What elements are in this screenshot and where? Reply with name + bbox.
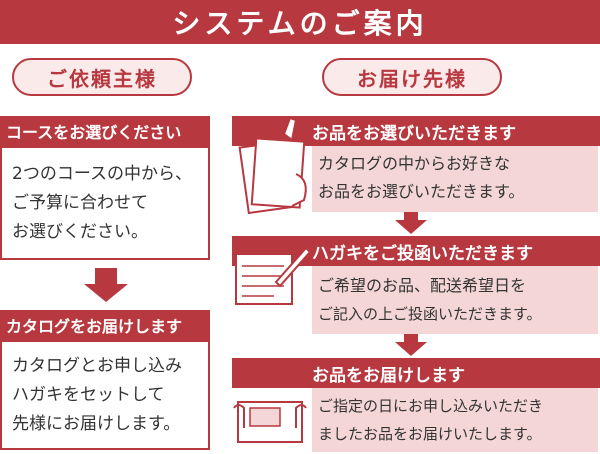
- recipient-step1-line-2: お品をお選びいただきます。: [318, 182, 525, 201]
- recipient-step3-line-2: ましたお品をお届けいたします。: [318, 425, 542, 443]
- recipient-step2-line-1: ご希望のお品、配送希望日を: [318, 276, 527, 295]
- client-step2-box: [0, 340, 210, 450]
- recipient-arrow-1-icon: [395, 220, 427, 234]
- recipient-step2-line-2: ご記入の上ご投函いただきます。: [318, 305, 542, 323]
- client-label: ご依頼主様: [12, 58, 192, 96]
- recipient-arrow-1-stem: [404, 212, 418, 220]
- delivery-box-icon: [233, 401, 307, 443]
- recipient-step2-box: [312, 266, 598, 334]
- catalog-icon: [238, 116, 307, 214]
- client-flow-arrow-stem: [95, 268, 117, 284]
- recipient-label: お届け先様: [322, 58, 502, 96]
- recipient-step1-line-1: カタログの中からお好きな: [318, 154, 511, 173]
- recipient-step3-line-1: ご指定の日にお申し込みいただき: [318, 397, 544, 415]
- client-step1-line-1: 2つのコースの中から、: [12, 164, 192, 184]
- client-step2-header: カタログをお届けします: [0, 310, 210, 340]
- client-step1-header: コースをお選びください: [0, 116, 210, 146]
- client-step1-box: [0, 146, 210, 260]
- client-flow-arrow-icon: [84, 284, 128, 302]
- recipient-step3-header: お品をお届けします: [232, 358, 600, 388]
- recipient-step1-box: [312, 146, 598, 212]
- client-step1-line-2: ご予算に合わせて: [12, 193, 148, 213]
- recipient-arrow-2-stem: [404, 334, 418, 342]
- client-step2-line-3: 先様にお届けします。: [12, 414, 181, 434]
- client-step2-line-2: ハガキをセットして: [12, 385, 165, 405]
- recipient-step3-box: [312, 388, 598, 452]
- recipient-arrow-2-icon: [395, 342, 427, 356]
- client-step1-line-3: お選びください。: [12, 222, 148, 242]
- page-title: システムのご案内: [0, 0, 600, 44]
- client-step2-line-1: カタログとお申し込み: [12, 356, 182, 376]
- postcard-writing-icon: [235, 246, 312, 305]
